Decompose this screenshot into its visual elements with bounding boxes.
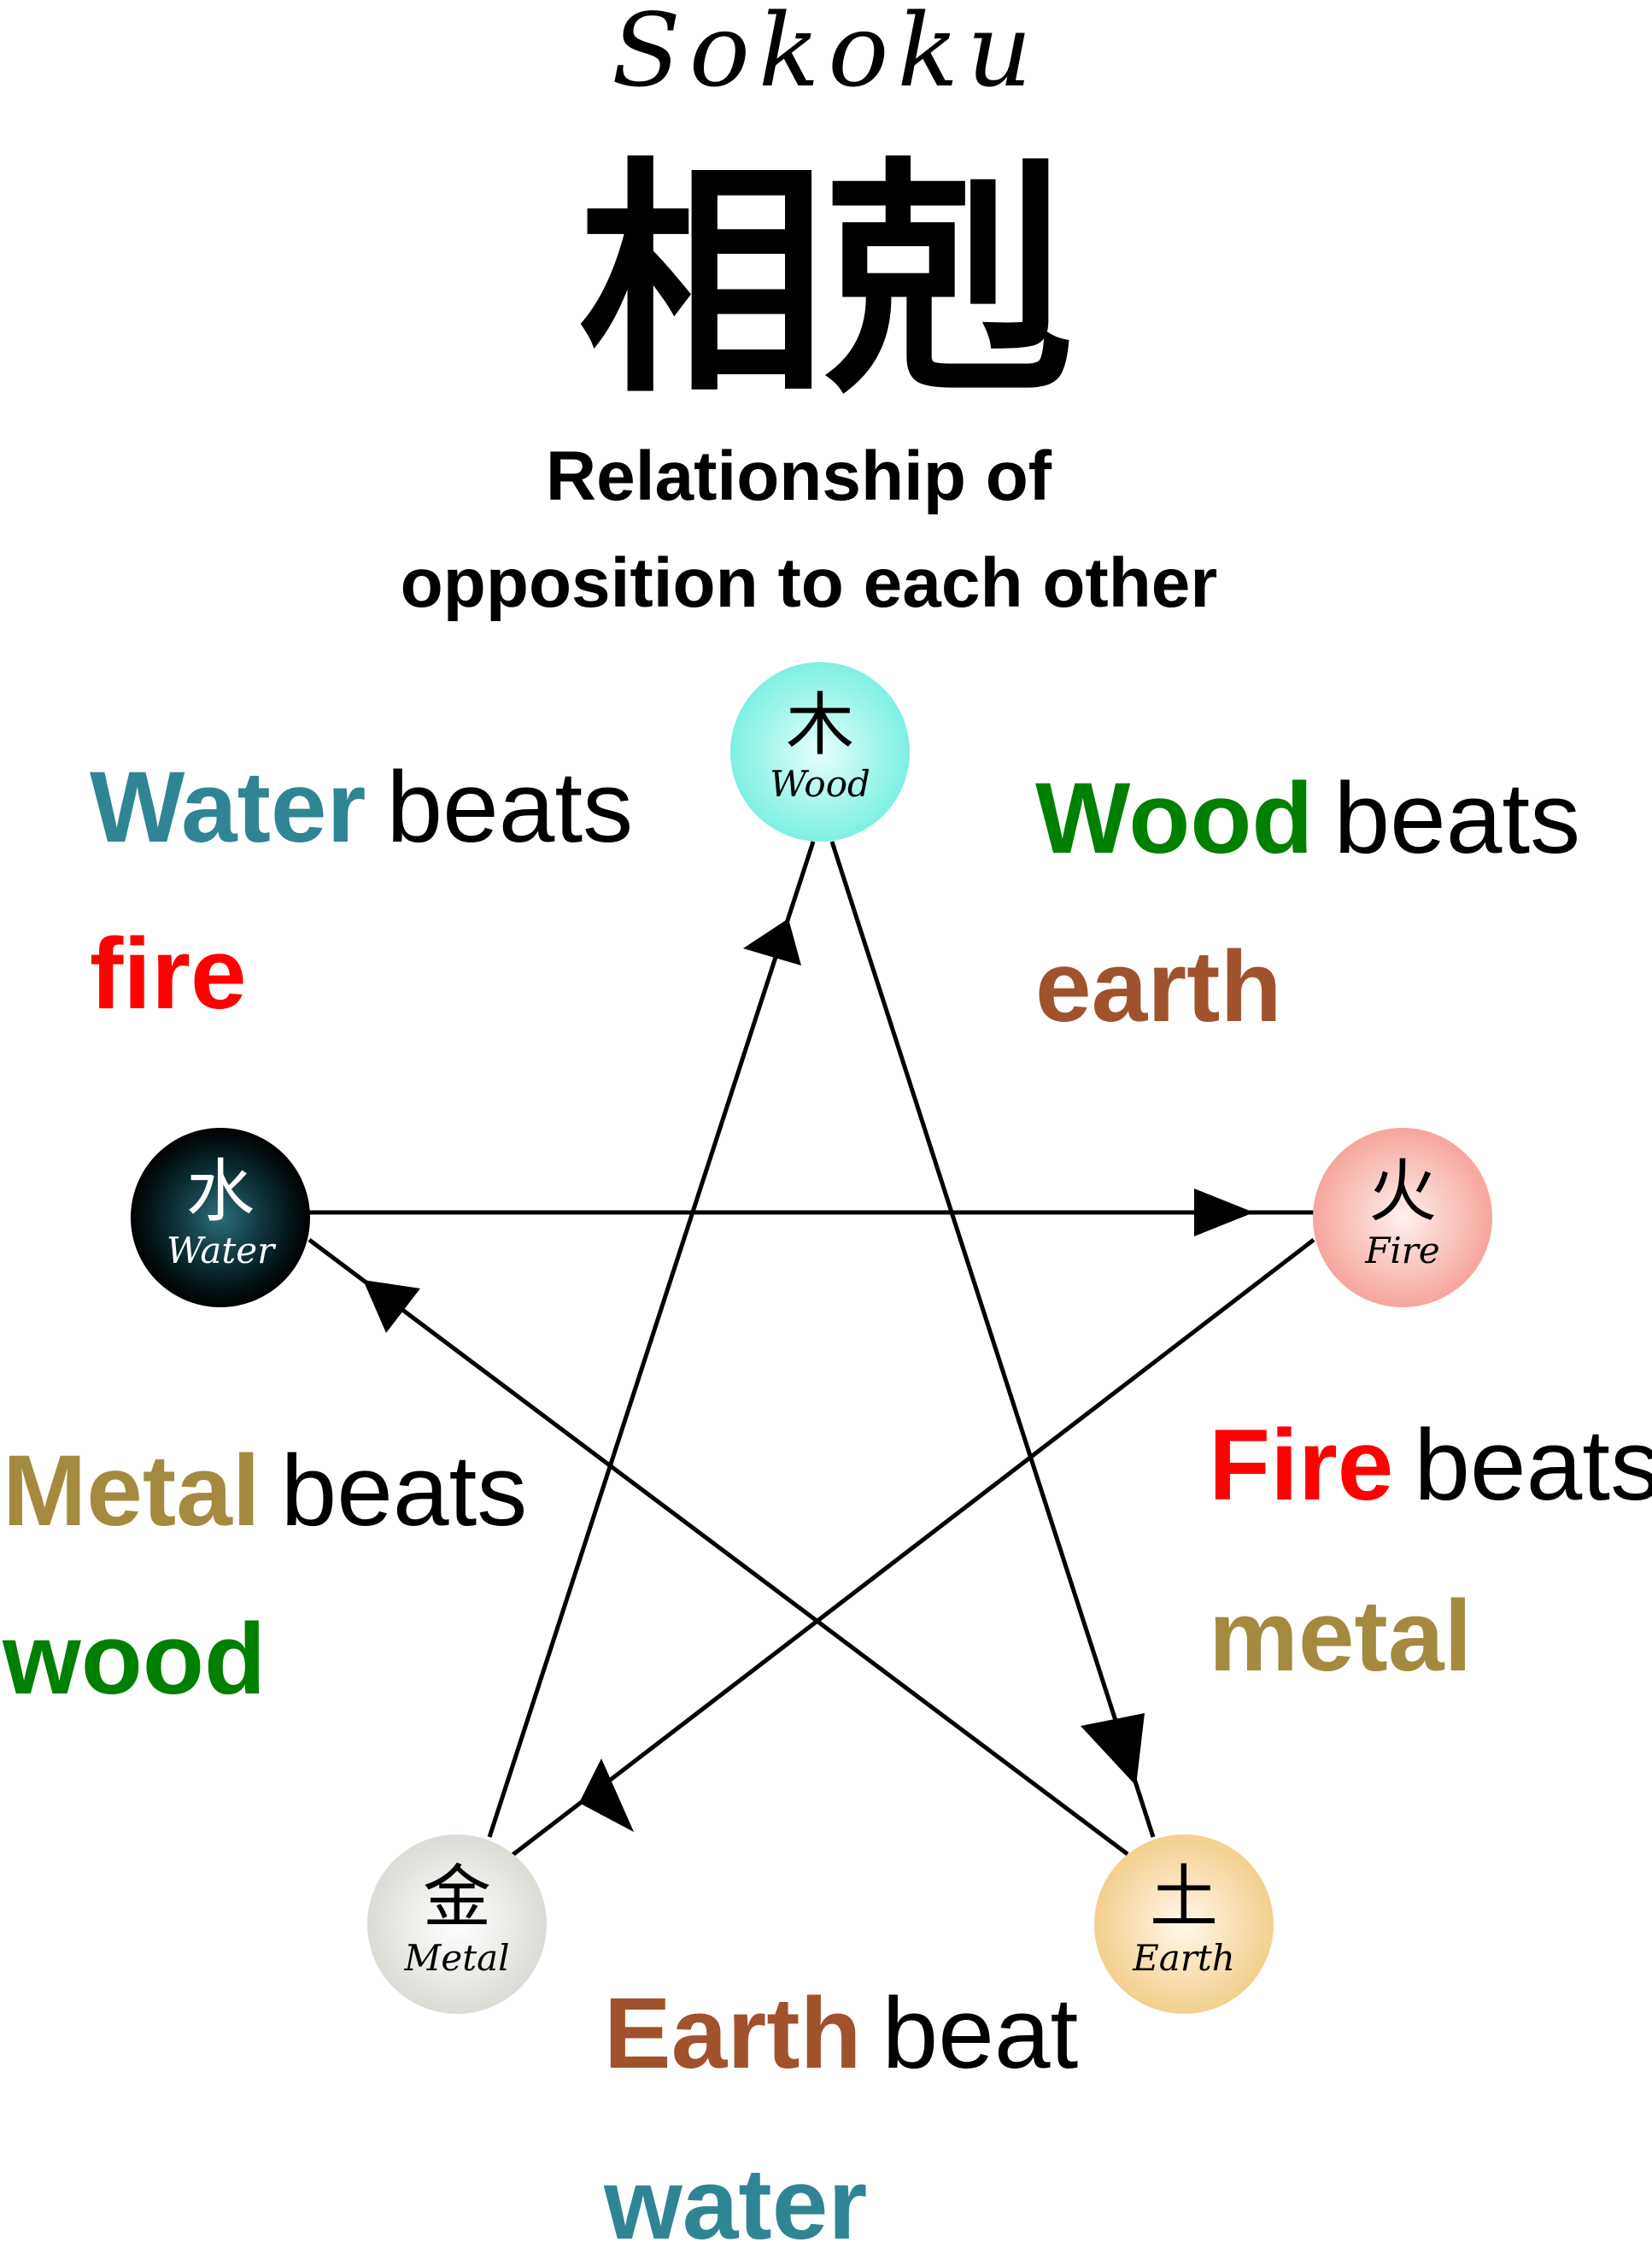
node-metal-circle — [367, 1834, 547, 2014]
arrow-metal-to-wood — [487, 841, 816, 1838]
rule-earth-water-subject: Earth — [604, 1977, 862, 2090]
arrow-head-metal-wood — [743, 919, 801, 966]
node-metal-kanji: 金 — [423, 1858, 491, 1937]
node-fire-kanji: 火 — [1368, 1152, 1437, 1231]
subtitle-line-2: opposition to each other — [401, 544, 1218, 622]
rule-water-fire-subject: Water — [90, 751, 366, 864]
node-earth-circle — [1094, 1834, 1274, 2014]
arrow-head-fire-metal-2 — [579, 1758, 634, 1832]
title-kanji: 相剋 — [578, 138, 1074, 426]
node-water-kanji: 水 — [186, 1152, 255, 1231]
arrow-earth-to-water — [308, 1238, 1129, 1856]
title-romaji: Sokoku — [612, 0, 1040, 109]
node-earth-kanji: 土 — [1150, 1858, 1218, 1937]
arrows — [308, 841, 1315, 1865]
node-fire-label: Fire — [1364, 1230, 1440, 1271]
node-metal-label: Metal — [403, 1937, 509, 1979]
rule-metal-wood-object: wood — [2, 1603, 266, 1716]
rule-fire-metal-verb: beats — [1414, 1409, 1652, 1522]
rule-water-fire-verb: beats — [386, 751, 633, 864]
node-water: 水 Water — [131, 1128, 310, 1307]
node-water-circle — [131, 1128, 310, 1307]
node-wood: 木 Wood — [730, 662, 910, 842]
rule-water-fire-object: fire — [90, 918, 247, 1030]
node-fire: 火 Fire — [1313, 1128, 1492, 1307]
rule-metal-wood-subject: Metal — [3, 1435, 261, 1547]
arrow-head-water-fire — [1194, 1189, 1254, 1236]
arrow-wood-to-earth — [829, 841, 1156, 1838]
rule-fire-metal-subject: Fire — [1209, 1409, 1393, 1522]
node-fire-circle — [1313, 1128, 1492, 1307]
arrow-head-earth-water — [363, 1280, 420, 1333]
node-water-label: Water — [167, 1230, 277, 1271]
node-wood-kanji: 木 — [786, 685, 854, 765]
rule-earth-water-verb: beat — [882, 1977, 1079, 2090]
arrow-head-wood-earth — [1081, 1713, 1145, 1786]
arrow-fire-to-metal — [500, 1238, 1315, 1865]
rule-wood-earth-object: earth — [1035, 930, 1282, 1043]
rule-earth-water-object: water — [603, 2148, 867, 2248]
node-earth: 土 Earth — [1094, 1834, 1274, 2014]
rule-wood-earth-verb: beats — [1333, 762, 1580, 875]
rule-fire-metal-object: metal — [1209, 1580, 1472, 1693]
node-wood-circle — [730, 662, 910, 842]
rule-wood-earth-subject: Wood — [1035, 762, 1313, 875]
node-wood-label: Wood — [770, 763, 870, 805]
node-metal: 金 Metal — [367, 1834, 547, 2014]
rule-metal-wood-verb: beats — [281, 1435, 528, 1547]
subtitle-line-1: Relationship of — [546, 437, 1052, 515]
node-earth-label: Earth — [1132, 1937, 1235, 1979]
